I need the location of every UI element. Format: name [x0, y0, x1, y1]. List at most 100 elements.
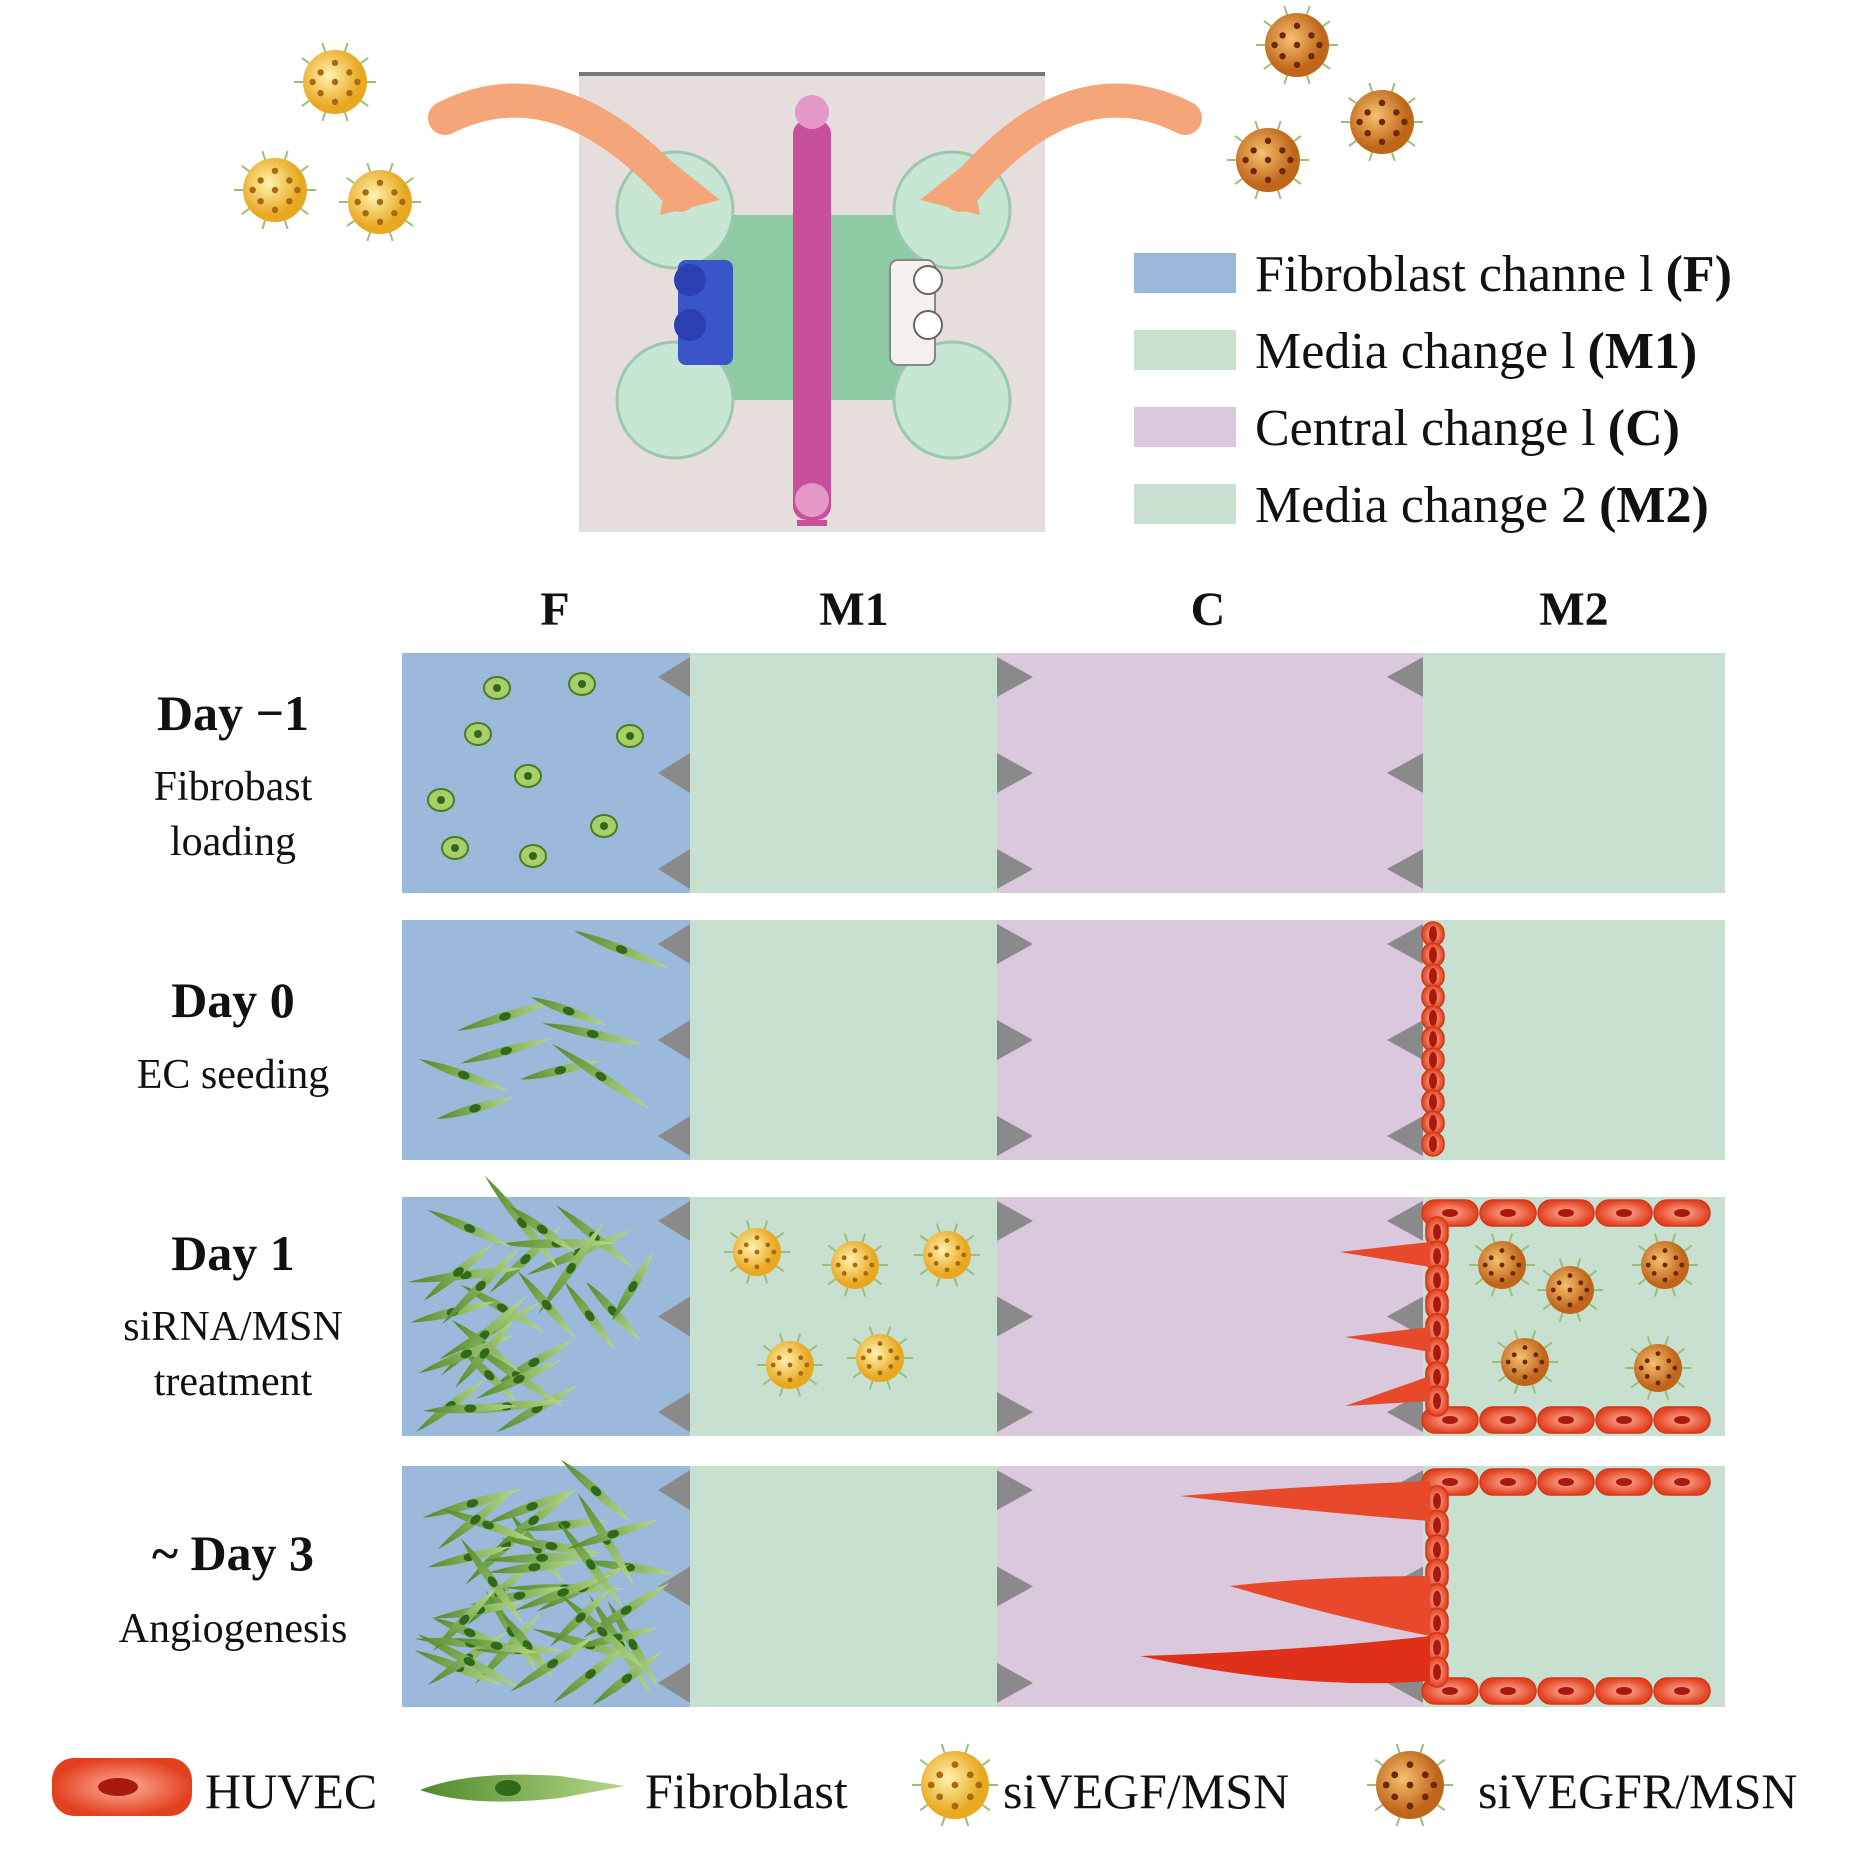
fibroblast-cell	[567, 1519, 659, 1549]
sivegfr-msn-icon	[1367, 1743, 1453, 1827]
legend-label: Central change l(C)	[1255, 400, 1680, 457]
huvec-cell	[1537, 1677, 1595, 1705]
huvec-cell	[1479, 1199, 1537, 1227]
row-day-label: ~ Day 3	[152, 1525, 314, 1581]
fibroblast-cell	[483, 676, 511, 700]
huvec-cell	[1595, 1406, 1653, 1434]
sivegf-msn-particle	[234, 150, 316, 230]
huvec-cell	[1653, 1406, 1711, 1434]
row-desc-label: Angiogenesis	[119, 1606, 348, 1652]
huvec-cell	[1425, 1656, 1449, 1688]
sprout	[1340, 1242, 1430, 1267]
huvec-cell	[1421, 963, 1445, 989]
sivegf-msn-icon	[912, 1743, 998, 1827]
huvec-cell	[1421, 1005, 1445, 1031]
post-icon	[658, 849, 690, 889]
fibroblast-cell	[476, 1359, 562, 1399]
post-icon	[658, 1200, 690, 1241]
post-icon	[997, 1020, 1033, 1060]
channel-m2	[1423, 920, 1725, 1160]
post-icon	[1387, 753, 1423, 793]
column-header-m2: M2	[1539, 583, 1608, 636]
fibroblast-cell	[457, 1001, 553, 1031]
sivegfr-msn-particle	[1341, 82, 1423, 162]
post-icon	[1387, 924, 1423, 964]
post-icon	[997, 753, 1033, 793]
row-desc-label: loading	[170, 819, 296, 865]
fibroblast-cell	[441, 836, 469, 860]
sivegf-msn-particle	[847, 1326, 913, 1390]
timeline-row	[402, 1175, 1725, 1436]
row-day-label: Day 0	[171, 972, 295, 1028]
sivegfr-msn-particle	[1492, 1330, 1558, 1394]
fibroblast-cell	[422, 1403, 518, 1414]
fibroblast-cell	[550, 1588, 611, 1647]
post-icon	[1387, 1200, 1423, 1241]
channel-m1	[690, 1466, 997, 1707]
post-icon	[658, 1392, 690, 1433]
post-icon	[658, 1566, 690, 1607]
post-icon	[658, 657, 690, 697]
timeline-row	[402, 653, 1725, 893]
huvec-cell	[1421, 1131, 1445, 1157]
fibroblast-cell	[488, 1561, 581, 1574]
legend-swatch	[1134, 407, 1236, 447]
post-icon	[997, 1662, 1033, 1703]
huvec-cell	[1653, 1199, 1711, 1227]
post-icon	[658, 753, 690, 793]
channel-m1	[690, 920, 997, 1160]
post-icon	[1387, 1296, 1423, 1337]
legend-swatch	[1134, 330, 1236, 370]
post-icon	[1387, 849, 1423, 889]
fibroblast-cell	[418, 1058, 510, 1092]
column-header-f: F	[540, 583, 569, 636]
channel-m1	[690, 653, 997, 893]
row-desc-label: siRNA/MSN	[123, 1304, 342, 1350]
huvec-cell	[1595, 1468, 1653, 1496]
sivegf-msn-particle	[912, 1743, 998, 1827]
post-icon	[997, 657, 1033, 697]
fibroblast-cell	[612, 1252, 654, 1321]
fibroblast-cell	[583, 1582, 670, 1638]
sivegf-msn-particle	[757, 1333, 823, 1397]
sivegfr-msn-particle	[1227, 120, 1309, 200]
fibroblast-cell	[442, 1247, 520, 1325]
fibroblast-cell	[437, 1490, 514, 1550]
post-icon	[997, 849, 1033, 889]
sivegfr-msn-particle	[1256, 5, 1338, 85]
channel-c	[997, 1197, 1423, 1436]
fibroblast-cell	[542, 1023, 644, 1045]
huvec-cell	[1595, 1199, 1653, 1227]
column-header-c: C	[1191, 583, 1226, 636]
sprout	[1180, 1481, 1430, 1521]
fibroblast-cell	[433, 1588, 496, 1652]
fibroblast-cell	[427, 1209, 512, 1248]
sivegfr-msn-particle	[1625, 1336, 1691, 1400]
post-icon	[658, 1116, 690, 1156]
post-icon	[658, 1470, 690, 1511]
fibroblast-cell	[423, 1243, 494, 1301]
legend-huvec: HUVEC	[205, 1763, 377, 1819]
row-desc-label: Fibrobast	[154, 764, 313, 810]
fibroblast-cell	[519, 844, 547, 868]
fibroblast-cell	[485, 1488, 579, 1524]
fibroblast-cell	[470, 1586, 569, 1605]
huvec-cell	[1537, 1406, 1595, 1434]
sprout	[1230, 1576, 1430, 1636]
huvec-cell	[1425, 1264, 1449, 1297]
sivegf-msn-particle	[339, 162, 421, 242]
fibroblast-cell	[513, 1574, 613, 1611]
fibroblast-cell	[560, 1459, 632, 1523]
huvec-cell	[1537, 1199, 1595, 1227]
row-desc-label: EC seeding	[137, 1052, 329, 1098]
row-day-label: Day −1	[157, 685, 309, 741]
sivegf-msn-particle	[294, 42, 376, 122]
fibroblast-cell	[510, 1635, 596, 1692]
huvec-cell	[1653, 1677, 1711, 1705]
fibroblast-cell	[455, 1319, 514, 1388]
huvec-cell	[1479, 1677, 1537, 1705]
fibroblast-cell	[538, 1222, 604, 1315]
post-icon	[658, 924, 690, 964]
sivegfr-msn-particle	[1632, 1233, 1698, 1297]
huvec-cell	[1425, 1312, 1449, 1345]
